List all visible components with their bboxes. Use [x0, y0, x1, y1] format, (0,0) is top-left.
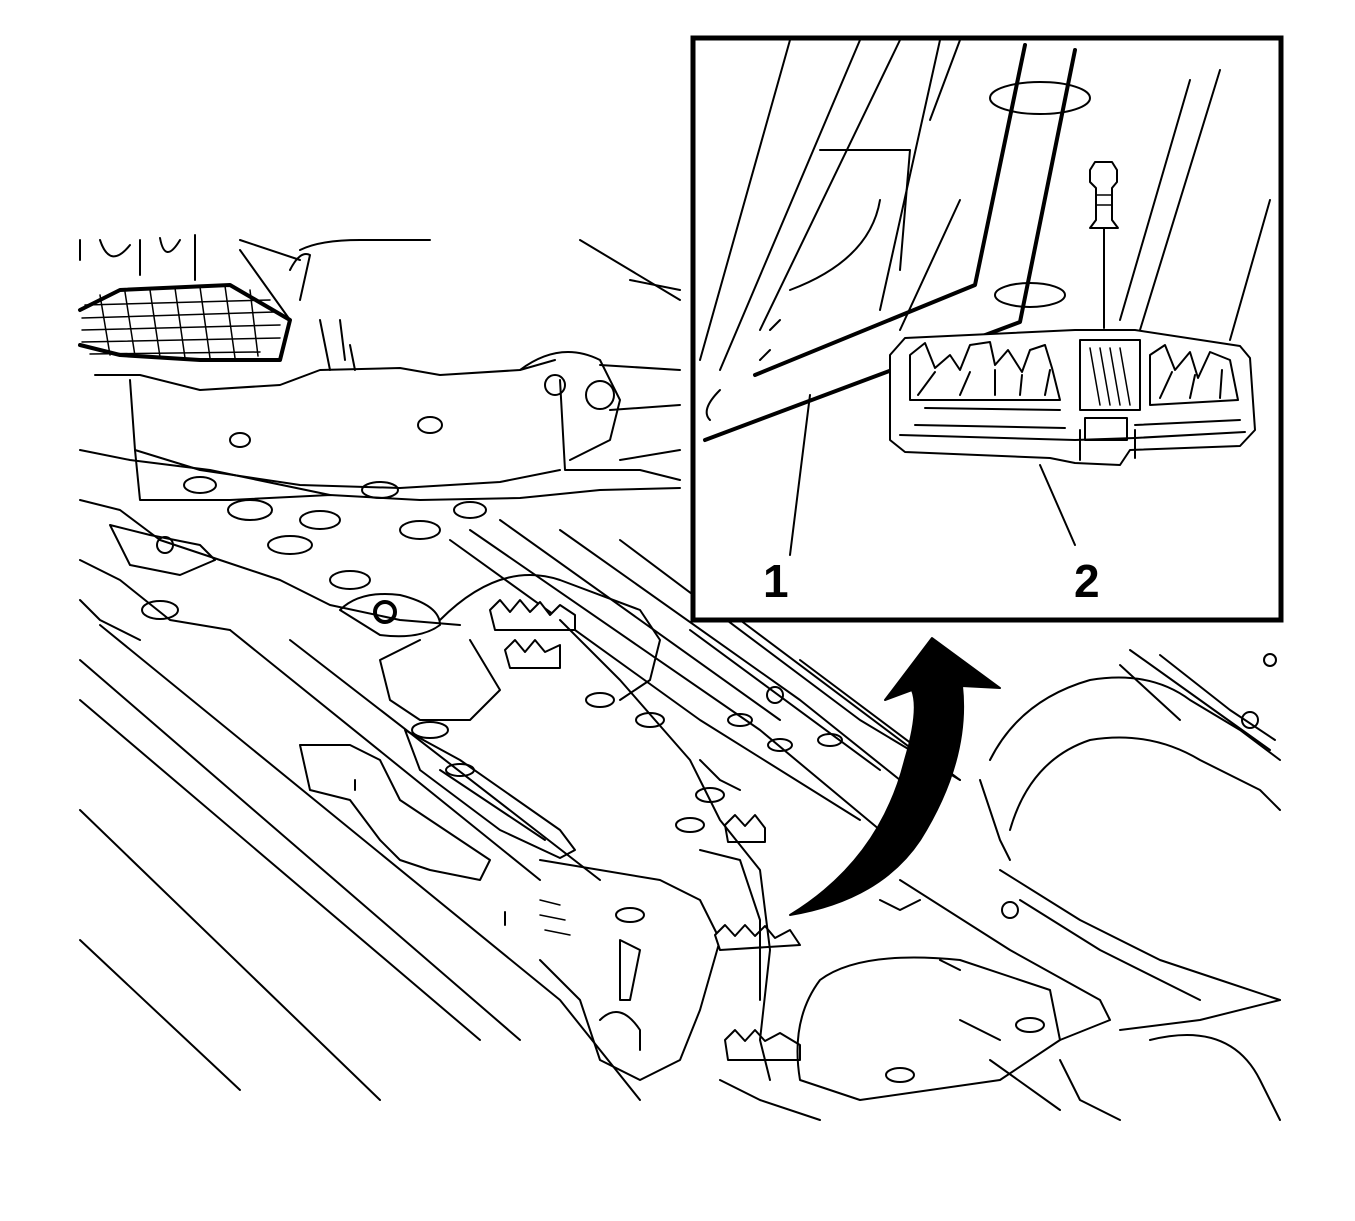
grille-mesh — [78, 234, 431, 362]
callout-arrow — [789, 637, 1001, 916]
rear-axle — [719, 649, 1281, 1121]
harness-retainer — [889, 329, 1256, 466]
callout-label-2: 2 — [1074, 555, 1100, 607]
leader-line-1 — [789, 394, 811, 556]
tank-shield — [379, 574, 843, 1081]
inset-panel-lines — [699, 39, 1271, 421]
callout-label-1: 1 — [763, 555, 789, 607]
detail-inset: 1 2 — [690, 35, 1284, 623]
leader-line-2 — [1039, 464, 1076, 546]
harness-clips — [489, 599, 801, 1081]
floor-pan — [79, 449, 487, 641]
push-pin — [1089, 161, 1119, 329]
underbody-view — [78, 234, 1281, 1121]
floor-channel — [299, 721, 576, 926]
